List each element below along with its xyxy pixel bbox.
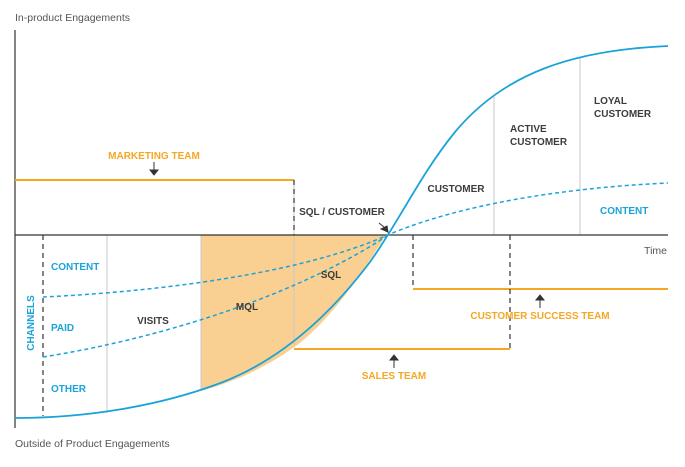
paid-channel-curve bbox=[42, 233, 391, 358]
channels-title: CHANNELS bbox=[26, 295, 37, 351]
stage-active-customer-line2: CUSTOMER bbox=[510, 137, 568, 148]
stage-customer: CUSTOMER bbox=[427, 184, 485, 195]
arrows bbox=[148, 162, 546, 368]
x-axis-label: Time bbox=[644, 245, 667, 257]
stage-loyal-customer-line2: CUSTOMER bbox=[594, 109, 652, 120]
main-engagement-curve bbox=[14, 45, 669, 419]
y-bottom-label: Outside of Product Engagements bbox=[15, 438, 170, 450]
stage-visits: VISITS bbox=[137, 316, 169, 327]
sales-arrow-up-icon bbox=[388, 354, 400, 361]
channel-paid: PAID bbox=[51, 323, 74, 334]
axes bbox=[14, 30, 668, 428]
sales-team-label: SALES TEAM bbox=[362, 371, 426, 382]
marketing-team-label: MARKETING TEAM bbox=[108, 151, 200, 162]
team-dashed-brackets bbox=[293, 180, 511, 349]
y-top-label: In-product Engagements bbox=[15, 12, 130, 24]
marketing-arrow-down-icon bbox=[148, 169, 160, 176]
stage-sql: SQL bbox=[321, 270, 342, 281]
team-lines bbox=[15, 179, 668, 350]
stage-active-customer-line1: ACTIVE bbox=[510, 124, 547, 135]
channel-content-post: CONTENT bbox=[600, 206, 648, 217]
stage-sql-customer: SQL / CUSTOMER bbox=[299, 207, 386, 218]
stage-mql: MQL bbox=[236, 302, 258, 313]
content-channel-curve bbox=[42, 182, 669, 298]
cs-arrow-up-icon bbox=[534, 294, 546, 301]
sql-customer-arrow-icon bbox=[379, 225, 389, 233]
stage-loyal-customer-line1: LOYAL bbox=[594, 96, 627, 107]
channel-content: CONTENT bbox=[51, 262, 99, 273]
channel-other: OTHER bbox=[51, 384, 87, 395]
sql-customer-arrow-shaft bbox=[378, 222, 385, 228]
customer-success-team-label: CUSTOMER SUCCESS TEAM bbox=[470, 311, 609, 322]
stage-dividers bbox=[106, 57, 581, 413]
